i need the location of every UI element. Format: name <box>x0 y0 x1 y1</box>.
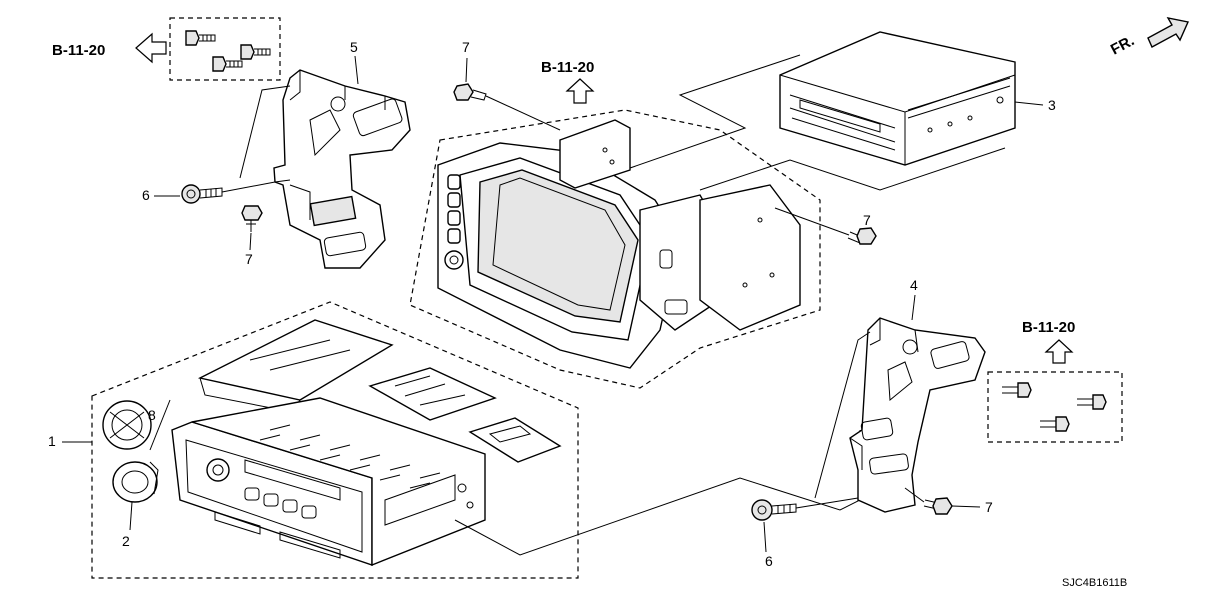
reference-label-right: B-11-20 <box>1022 319 1075 336</box>
arrow-left-icon <box>135 32 167 64</box>
front-label: FR. <box>1108 32 1137 58</box>
front-arrow-icon <box>1147 17 1189 48</box>
screw-mid[interactable] <box>847 227 877 245</box>
leader-screw-top <box>485 95 561 131</box>
reference-top-left[interactable]: B-11-20 <box>52 32 167 64</box>
bracket-left[interactable] <box>273 69 411 269</box>
callout-2: 2 <box>122 533 130 549</box>
reference-right[interactable]: B-11-20 <box>1022 319 1075 364</box>
reference-label-top-center: B-11-20 <box>541 59 594 76</box>
leader-7-right <box>951 505 981 508</box>
callout-7-left: 7 <box>245 251 253 267</box>
callout-8: 8 <box>148 407 156 423</box>
leader-knob-8 <box>149 399 171 451</box>
audio-unit[interactable] <box>171 397 486 567</box>
leader-display-changer-upper <box>629 54 801 169</box>
bolt-set-box-right <box>987 371 1123 443</box>
callout-7-right: 7 <box>985 499 993 515</box>
arrow-up-icon <box>565 78 595 104</box>
knob-8[interactable] <box>102 400 152 450</box>
leader-4 <box>911 294 916 321</box>
leader-7-left <box>249 232 252 251</box>
screw-left-lower[interactable] <box>241 205 263 232</box>
changer-unit[interactable] <box>779 31 1016 166</box>
screw-right[interactable] <box>923 497 953 515</box>
bolt-group-right <box>1002 382 1107 432</box>
callout-7-top: 7 <box>462 39 470 55</box>
callout-1: 1 <box>48 433 56 449</box>
callout-5: 5 <box>350 39 358 55</box>
callout-3: 3 <box>1048 97 1056 113</box>
bolt-group-left <box>185 30 271 72</box>
callout-6-right: 6 <box>765 553 773 569</box>
leader-bolt-left <box>221 181 276 193</box>
callout-4: 4 <box>910 277 918 293</box>
reference-top-center[interactable]: B-11-20 <box>541 59 595 104</box>
knob-2[interactable] <box>112 461 159 503</box>
front-direction-indicator: FR. <box>1108 17 1189 59</box>
callout-7-mid: 7 <box>863 212 871 228</box>
bolt-set-box-left <box>169 17 281 81</box>
manual-bag <box>197 319 394 413</box>
leader-5 <box>354 55 359 85</box>
leader-6-right <box>763 521 767 553</box>
leader-7-top <box>465 57 468 83</box>
reference-label-top-left: B-11-20 <box>52 42 105 59</box>
label-sheet <box>368 367 497 421</box>
flange-bolt-right[interactable] <box>751 499 797 521</box>
diagram-code: SJC4B1611B <box>1062 577 1127 589</box>
bracket-right[interactable] <box>849 317 986 513</box>
leader-display-changer-lower <box>699 147 1006 191</box>
display-unit[interactable] <box>437 119 801 369</box>
leader-2 <box>129 501 133 531</box>
leader-bracket-right-back <box>814 331 871 499</box>
leader-bolt-right <box>795 497 859 509</box>
callout-6-left: 6 <box>142 187 150 203</box>
leader-screw-mid <box>774 207 850 236</box>
audio-unit-top-slots <box>259 424 441 489</box>
leader-bracket-left-back <box>239 85 291 179</box>
leader-3 <box>1014 101 1044 106</box>
display-unit-kit-box <box>409 109 821 389</box>
label-card <box>468 417 562 463</box>
flange-bolt-left[interactable] <box>181 184 223 204</box>
leader-screw-right <box>904 487 925 503</box>
screw-top[interactable] <box>453 83 487 101</box>
arrow-up-icon-right <box>1044 339 1074 364</box>
display-side-buttons <box>444 174 464 270</box>
